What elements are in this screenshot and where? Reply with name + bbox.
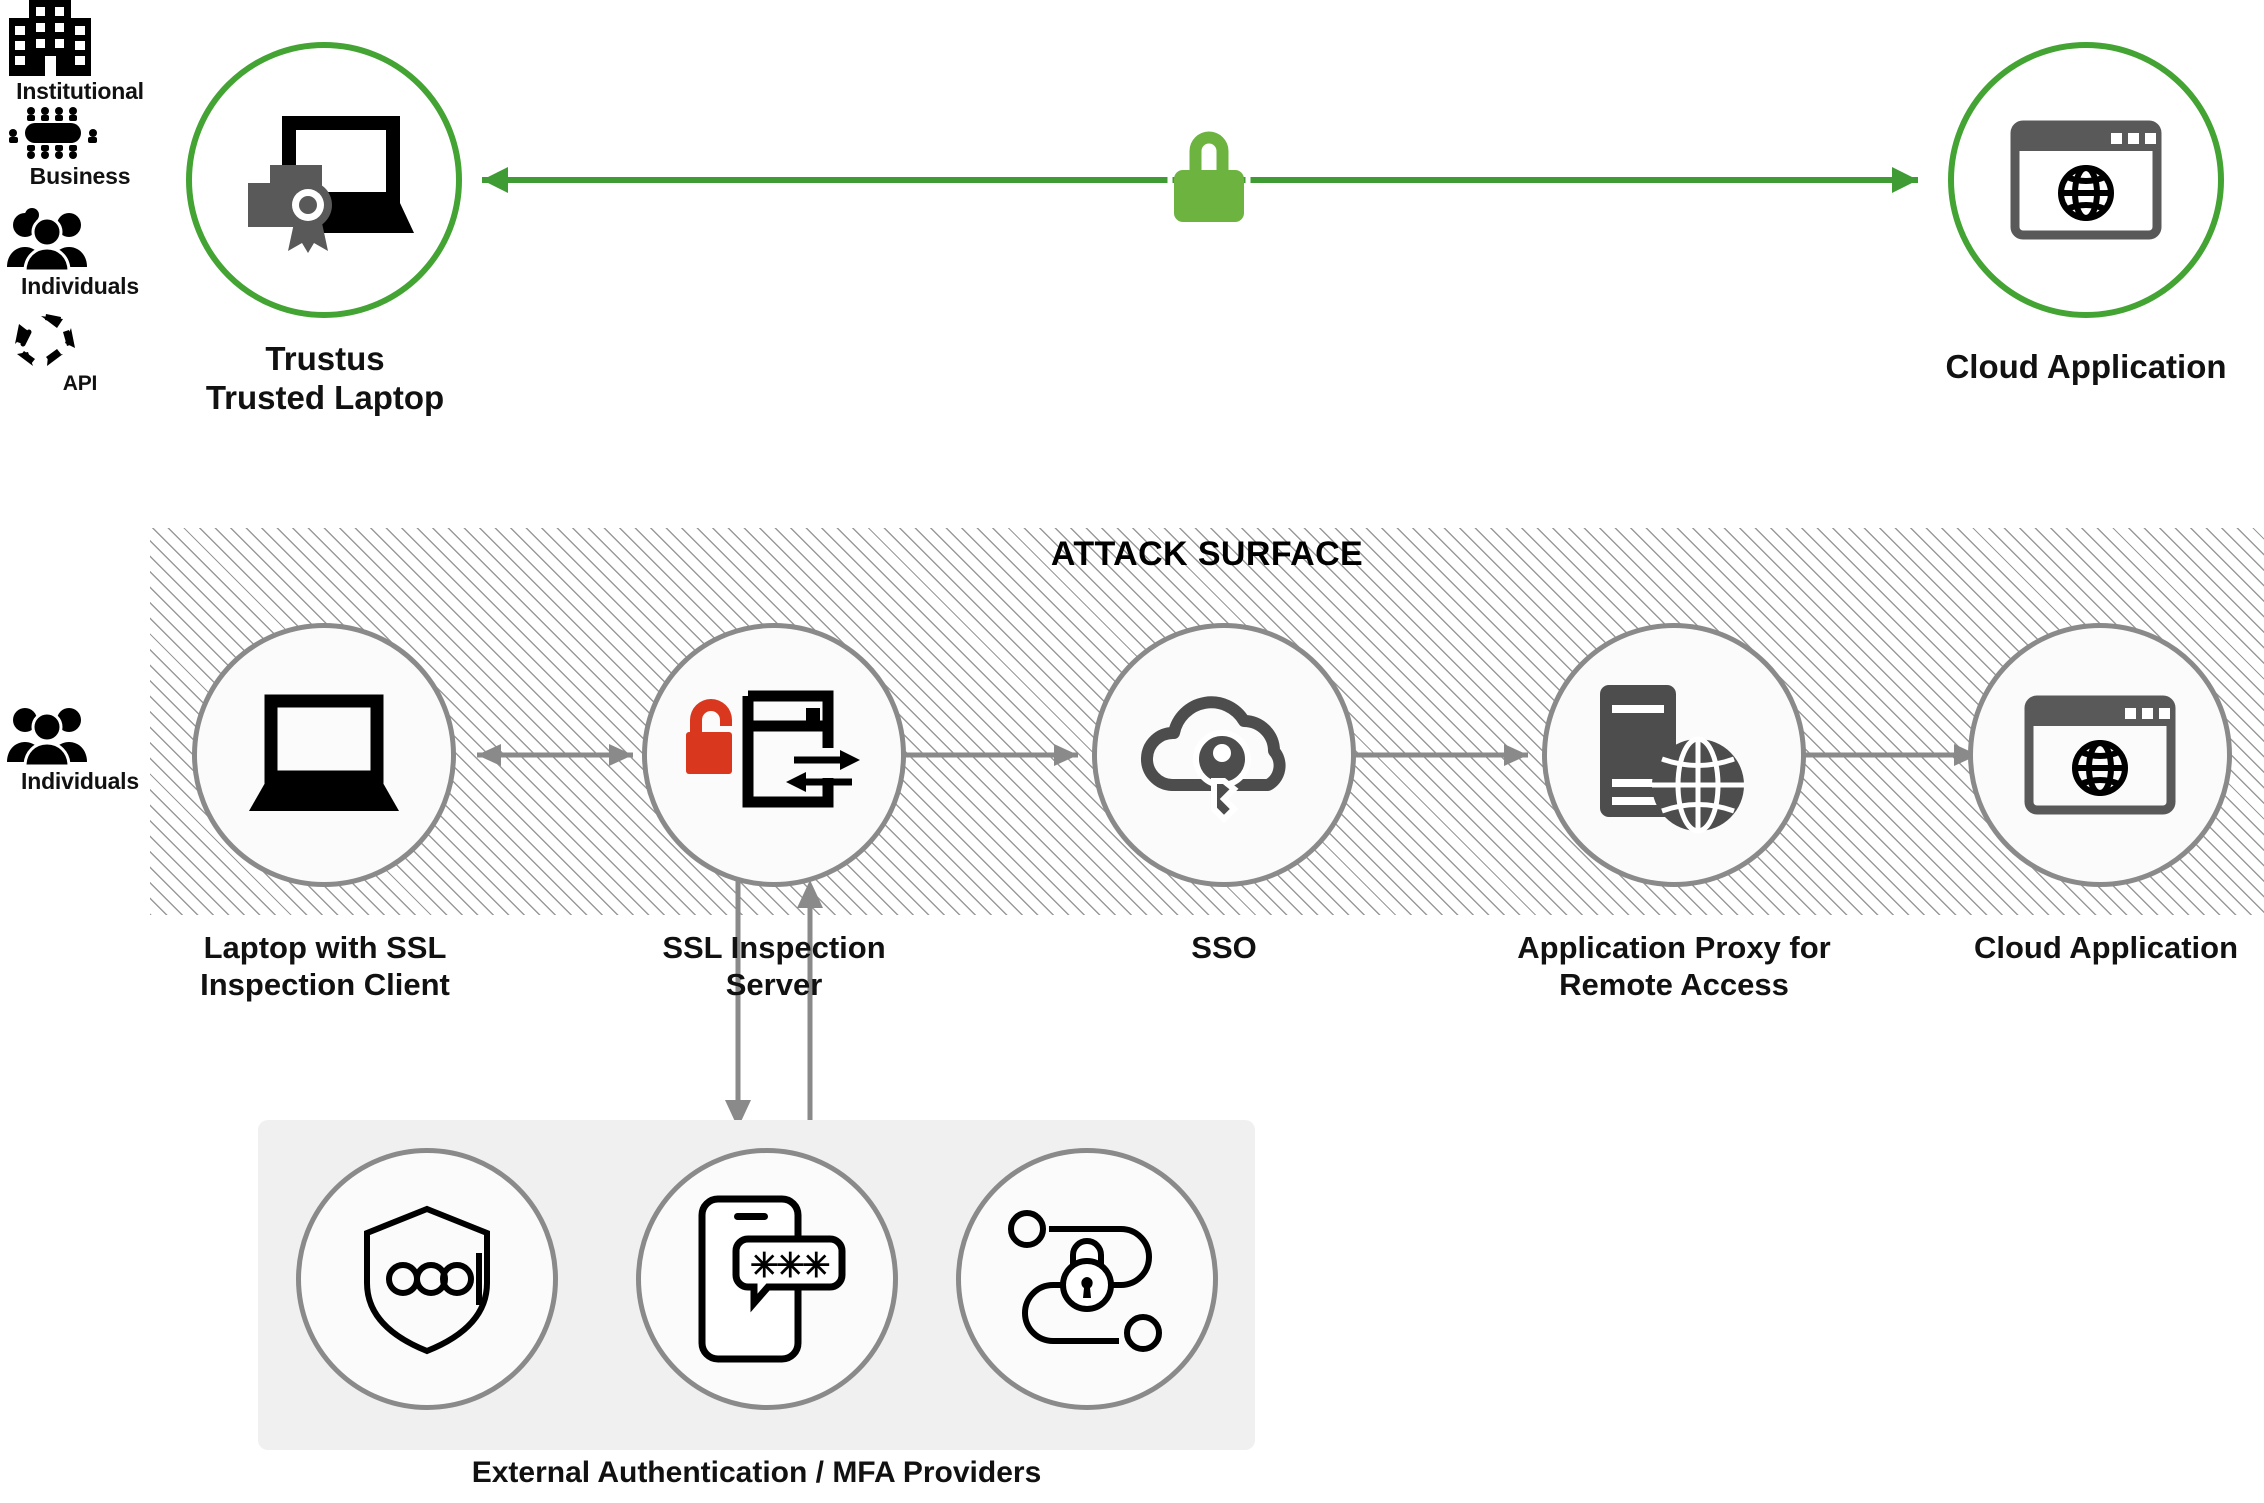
connector-mfa-to-ssl-up bbox=[797, 880, 823, 1130]
mfa-panel-caption: External Authentication / MFA Providers bbox=[471, 1456, 1042, 1489]
green-closed-padlock-icon bbox=[1162, 118, 1256, 230]
actor-label: Institutional bbox=[16, 78, 144, 104]
node-label-trustus: Trustus Trusted Laptop bbox=[205, 340, 445, 416]
node-label-sso: SSO bbox=[1191, 930, 1257, 965]
api-cycle-arrows-icon bbox=[5, 310, 155, 370]
node-label-cloud-application-top: Cloud Application bbox=[1945, 348, 2227, 385]
laptop-certificate-icon bbox=[234, 105, 414, 255]
node-label-cloud-application-attack-surface: Cloud Application bbox=[1973, 930, 2239, 965]
meeting-table-icon bbox=[5, 105, 155, 161]
node-label-application-proxy: Application Proxy for Remote Access bbox=[1517, 930, 1831, 1002]
people-group-icon bbox=[5, 205, 155, 273]
phone-otp-bubble-icon: ✳✳✳ bbox=[694, 1193, 846, 1365]
node-laptop-ssl-client[interactable] bbox=[192, 623, 456, 887]
path-padlock-icon bbox=[1008, 1207, 1165, 1352]
connector-proxy-to-cloud bbox=[1804, 744, 1978, 766]
cloud-key-icon bbox=[1136, 687, 1312, 824]
node-mfa-password-shield[interactable] bbox=[296, 1148, 558, 1410]
actor-label: Individuals bbox=[21, 273, 139, 299]
server-open-padlock-exchange-icon bbox=[684, 690, 864, 820]
shield-password-icon bbox=[357, 1203, 497, 1355]
office-buildings-icon bbox=[5, 0, 155, 76]
server-globe-icon bbox=[1594, 679, 1754, 834]
connector-ssl-to-sso bbox=[904, 744, 1078, 766]
actor-business: Business bbox=[5, 105, 155, 190]
svg-text:✳: ✳ bbox=[750, 1247, 779, 1285]
actor-label: Business bbox=[29, 163, 131, 189]
node-cloud-application-attack-surface[interactable] bbox=[1968, 623, 2232, 887]
node-mfa-mobile-otp[interactable]: ✳✳✳ bbox=[636, 1148, 898, 1410]
node-mfa-secure-path[interactable] bbox=[956, 1148, 1218, 1410]
actor-label: Individuals bbox=[21, 768, 139, 794]
actor-individuals-attack-surface: Individuals bbox=[5, 700, 155, 795]
actor-individuals: Individuals bbox=[5, 205, 155, 300]
actor-label: API bbox=[62, 372, 98, 395]
node-label-ssl-inspection-server: SSL Inspection Server bbox=[662, 930, 886, 1002]
attack-surface-title: ATTACK SURFACE bbox=[1050, 535, 1364, 573]
node-sso[interactable] bbox=[1092, 623, 1356, 887]
browser-globe-icon bbox=[2024, 695, 2176, 815]
node-cloud-application-top[interactable] bbox=[1948, 42, 2224, 318]
actor-institutional: Institutional bbox=[5, 0, 155, 105]
svg-text:✳: ✳ bbox=[802, 1247, 831, 1285]
browser-globe-icon bbox=[2010, 120, 2162, 240]
connector-laptop-to-ssl bbox=[477, 744, 633, 766]
node-label-laptop-ssl-client: Laptop with SSL Inspection Client bbox=[200, 930, 450, 1002]
connector-sso-to-proxy bbox=[1354, 744, 1528, 766]
connector-ssl-to-mfa-down bbox=[725, 880, 751, 1128]
node-ssl-inspection-server[interactable] bbox=[642, 623, 906, 887]
node-application-proxy[interactable] bbox=[1542, 623, 1806, 887]
actor-api: API bbox=[5, 310, 155, 396]
people-group-icon bbox=[5, 700, 155, 768]
laptop-icon bbox=[241, 693, 407, 817]
node-trustus-trusted-laptop[interactable] bbox=[186, 42, 462, 318]
svg-text:✳: ✳ bbox=[776, 1247, 805, 1285]
